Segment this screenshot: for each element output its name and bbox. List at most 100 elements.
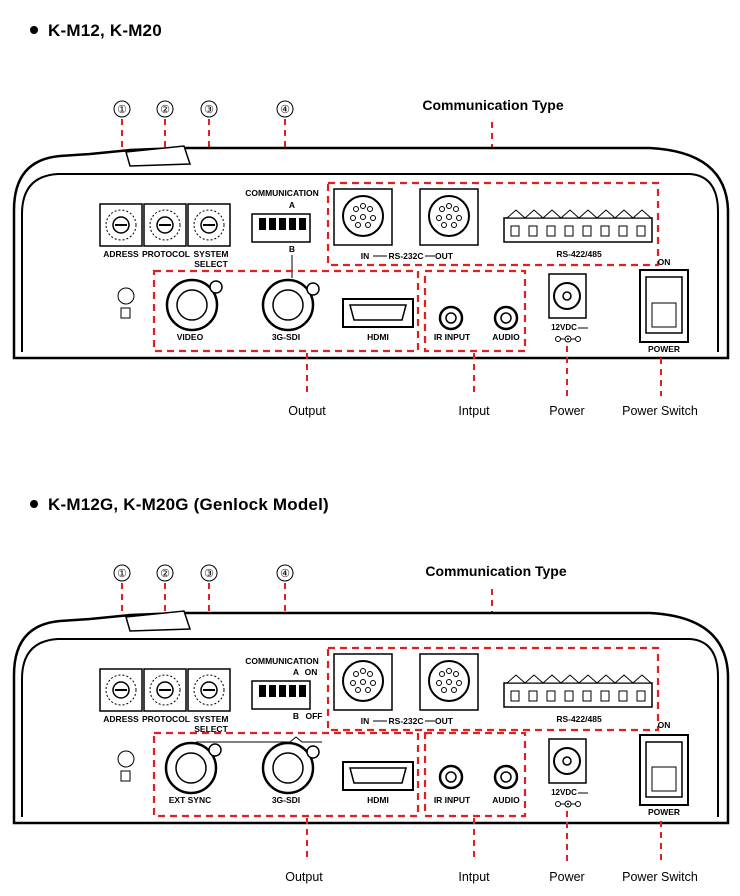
callout-4: ④	[280, 568, 290, 580]
callout-2: ②	[160, 568, 170, 580]
output-box	[152, 269, 420, 353]
adress-label: ADRESS	[103, 249, 139, 259]
rotary-switches	[99, 668, 231, 712]
input-caption: Intput	[458, 404, 490, 418]
dip-title: COMMUNICATION	[245, 656, 319, 666]
power-caption: Power	[549, 404, 584, 418]
callout-markers: ① ② ③ ④	[113, 100, 294, 118]
rs232-in-label: IN	[361, 716, 370, 726]
select-label: SELECT	[194, 259, 228, 269]
dip-on-label: ON	[305, 667, 318, 677]
communication-box	[326, 181, 660, 267]
output-caption: Output	[288, 404, 326, 418]
sdi-label: 3G-SDI	[272, 795, 300, 805]
adress-label: ADRESS	[103, 714, 139, 724]
audio-label: AUDIO	[492, 332, 520, 342]
rs232-out-label: OUT	[435, 716, 454, 726]
dc-power-jack	[548, 738, 587, 784]
hdmi-label: HDMI	[367, 332, 389, 342]
communication-type-label: Communication Type	[425, 563, 567, 579]
rs232-in-port	[333, 188, 393, 246]
power-caption: Power	[549, 870, 584, 884]
section-heading: K-M12, K-M20	[30, 21, 162, 41]
ext-sync-connector	[164, 741, 222, 795]
rs232-out-port	[419, 188, 479, 246]
system-label: SYSTEM	[194, 249, 229, 259]
dc-label: 12VDC	[551, 323, 577, 332]
ir-input-jack	[438, 764, 464, 790]
dip-b-label: B	[293, 711, 299, 721]
audio-jack	[493, 764, 519, 790]
power-rocker-switch	[639, 269, 689, 343]
rear-panel-diagram-genlock: ① ② ③ ④ Communication Type ADRESS PROTOC…	[12, 563, 730, 884]
system-label: SYSTEM	[194, 714, 229, 724]
callout-3: ③	[204, 568, 214, 580]
bullet-icon	[30, 499, 38, 508]
polarity-icon	[555, 792, 588, 808]
input-box	[423, 731, 527, 818]
bullet-icon	[30, 25, 38, 34]
rs232-out-label: OUT	[435, 251, 454, 261]
communication-type-label: Communication Type	[422, 97, 564, 113]
power-switch-caption: Power Switch	[622, 404, 698, 418]
protocol-label: PROTOCOL	[142, 249, 190, 259]
dc-label: 12VDC	[551, 788, 577, 797]
indicator-led	[117, 287, 135, 319]
rs232-in-label: IN	[361, 251, 370, 261]
dip-a-label: A	[289, 200, 295, 210]
audio-label: AUDIO	[492, 795, 520, 805]
rs485-terminal-block	[503, 674, 653, 708]
dip-switch: COMMUNICATION A ON B OFF	[196, 656, 323, 743]
callout-1: ①	[117, 104, 127, 116]
bottom-leaders	[306, 346, 662, 396]
on-label: ON	[658, 720, 671, 730]
dc-power-jack	[548, 273, 587, 319]
ir-input-label: IR INPUT	[434, 795, 471, 805]
power-rocker-switch	[639, 734, 689, 806]
video-label: VIDEO	[177, 332, 204, 342]
ir-input-jack	[438, 305, 464, 331]
section-heading: K-M12G, K-M20G (Genlock Model)	[30, 495, 329, 515]
polarity-icon	[555, 327, 588, 343]
hdmi-port	[342, 298, 414, 328]
rs232-label: RS-232C	[389, 251, 424, 261]
rs485-label: RS-422/485	[556, 714, 602, 724]
input-box	[423, 269, 527, 353]
rs485-terminal-block	[503, 209, 653, 243]
rs232-label: RS-232C	[389, 716, 424, 726]
on-label: ON	[658, 257, 671, 267]
sdi-label: 3G-SDI	[272, 332, 300, 342]
power-label: POWER	[648, 344, 680, 354]
rotary-switches	[99, 203, 231, 247]
section-title: K-M12G, K-M20G (Genlock Model)	[48, 495, 329, 514]
audio-jack	[493, 305, 519, 331]
dip-title: COMMUNICATION	[245, 188, 319, 198]
communication-box	[326, 646, 660, 732]
dip-a-label: A	[293, 667, 299, 677]
ext-sync-label: EXT SYNC	[169, 795, 212, 805]
callout-1: ①	[117, 568, 127, 580]
power-label: POWER	[648, 807, 680, 817]
sdi-connector	[261, 278, 320, 332]
callout-3: ③	[204, 104, 214, 116]
input-caption: Intput	[458, 870, 490, 884]
hdmi-label: HDMI	[367, 795, 389, 805]
hdmi-port	[342, 761, 414, 791]
callout-2: ②	[160, 104, 170, 116]
video-connector	[165, 278, 223, 332]
bottom-leaders	[306, 811, 662, 861]
power-switch-caption: Power Switch	[622, 870, 698, 884]
rs232-in-port	[333, 653, 393, 711]
dip-b-label: B	[289, 244, 295, 254]
indicator-led	[117, 750, 135, 782]
rear-panel-diagram: ① ② ③ ④ Communication Type ADRESS PROTOC…	[12, 97, 730, 418]
output-box	[152, 731, 420, 818]
sdi-connector	[261, 741, 320, 795]
select-label: SELECT	[194, 724, 228, 734]
dip-switch: COMMUNICATION A B	[245, 188, 319, 278]
ir-input-label: IR INPUT	[434, 332, 471, 342]
section-title: K-M12, K-M20	[48, 21, 162, 40]
callout-4: ④	[280, 104, 290, 116]
protocol-label: PROTOCOL	[142, 714, 190, 724]
callout-markers: ① ② ③ ④	[113, 564, 294, 582]
